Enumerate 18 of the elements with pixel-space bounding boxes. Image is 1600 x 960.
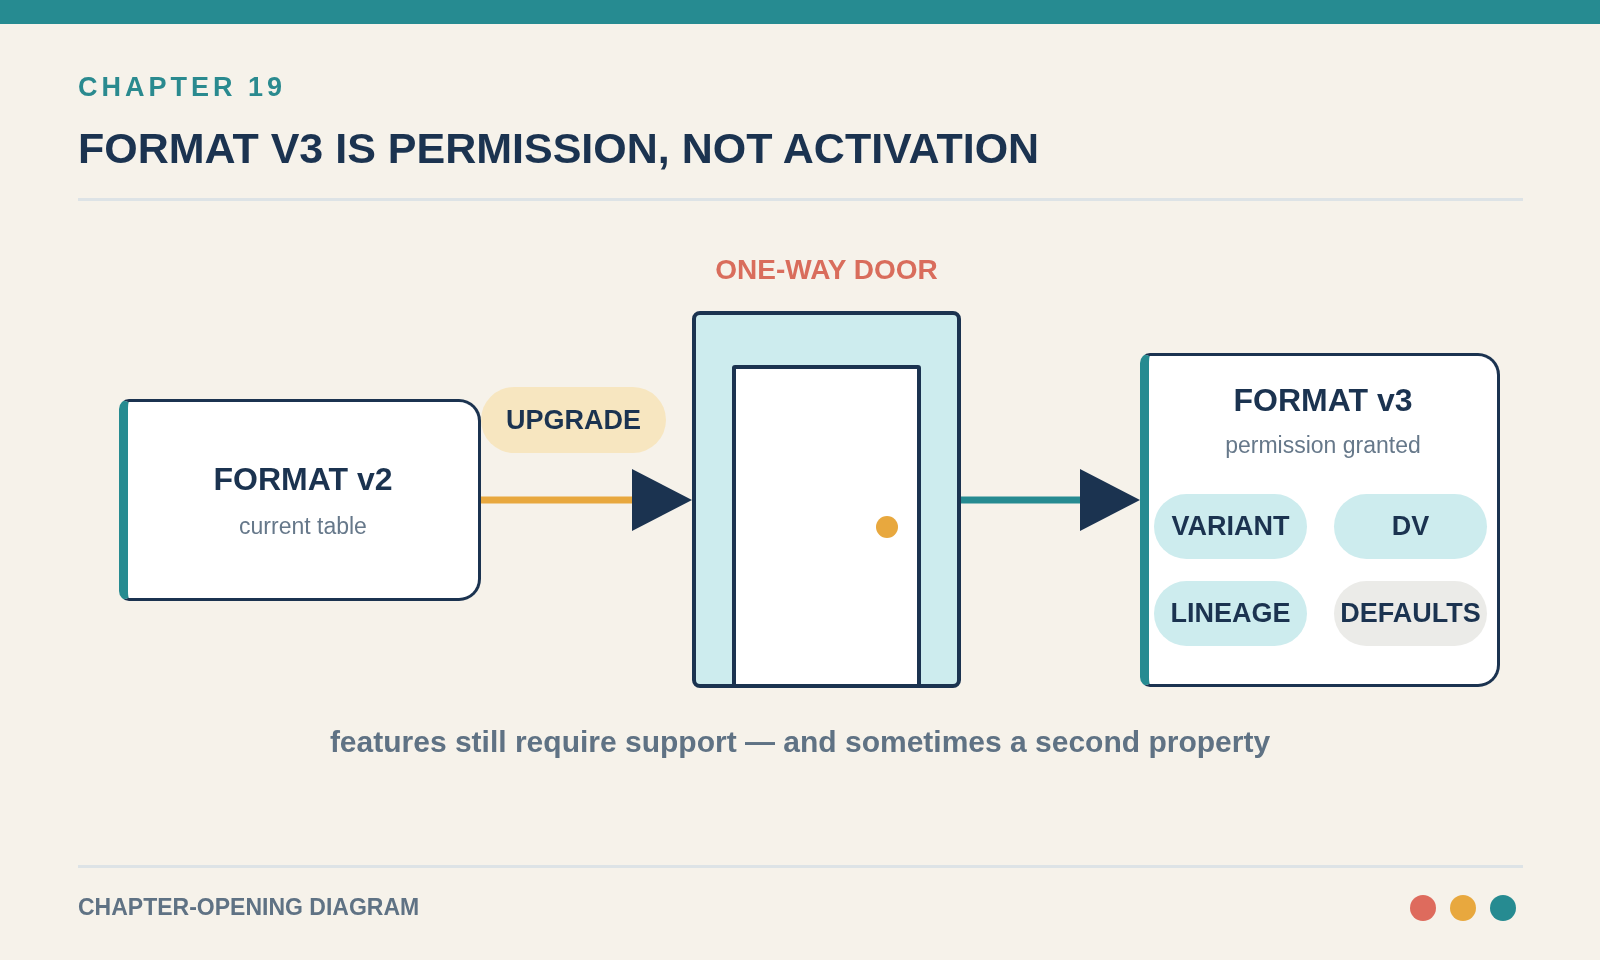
- chapter-kicker: CHAPTER 19: [78, 74, 287, 101]
- feature-label: DEFAULTS: [1340, 600, 1481, 627]
- door-heading: ONE-WAY DOOR: [715, 256, 938, 284]
- feature-label: LINEAGE: [1170, 600, 1291, 627]
- footer-text: CHAPTER-OPENING DIAGRAM: [78, 896, 420, 919]
- arrow: [481, 469, 692, 531]
- table-card: [119, 399, 481, 601]
- table-card: [1140, 353, 1500, 687]
- edge-label: UPGRADE: [481, 387, 666, 453]
- card-subtitle: permission granted: [1225, 434, 1421, 457]
- card-title: FORMAT v2: [213, 462, 393, 495]
- feature-label: VARIANT: [1171, 513, 1290, 540]
- caption: features still require support — and sometimes a second property: [329, 727, 1271, 757]
- arrow: [961, 469, 1140, 531]
- card-title: FORMAT v3: [1233, 384, 1413, 416]
- card-subtitle: current table: [239, 514, 367, 538]
- title: FORMAT V3 IS PERMISSION, NOT ACTIVATION: [78, 127, 1040, 170]
- feature-label: DV: [1391, 513, 1430, 540]
